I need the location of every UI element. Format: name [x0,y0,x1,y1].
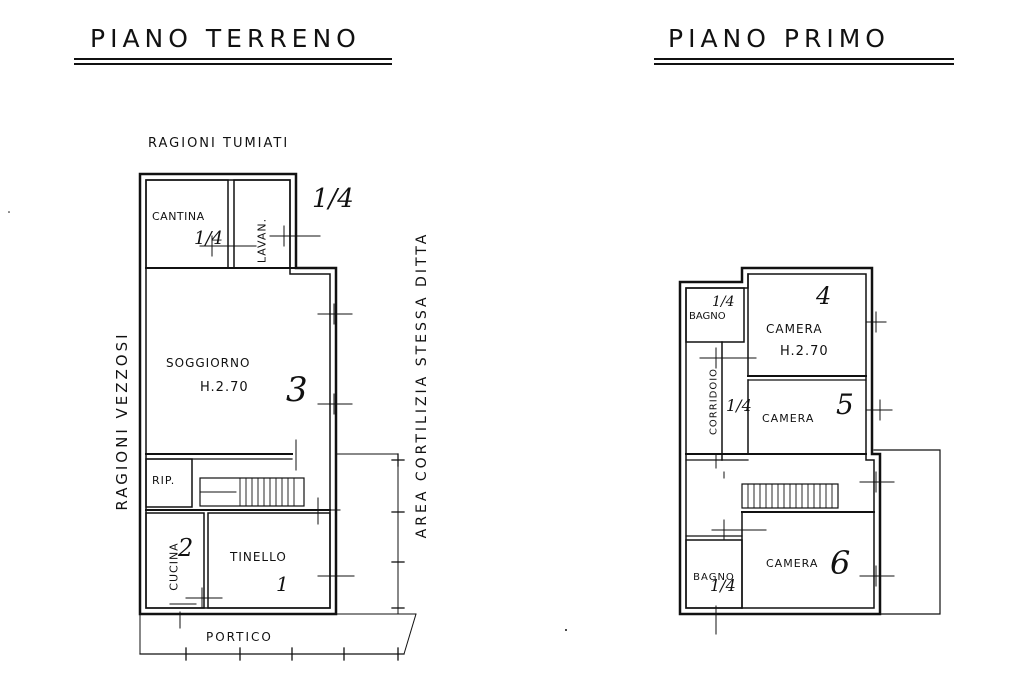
room-label-tinello: TINELLO [230,550,287,564]
title-underline-top [74,58,392,60]
title-underline-top [654,58,954,60]
room-label-camera-4: CAMERA [766,322,823,336]
title-underline-bottom [654,63,954,65]
title-piano-terreno: PIANO TERRENO [90,24,361,53]
mark-bagno-top: 1/4 [712,294,735,310]
mark-cantina: 1/4 [194,228,223,249]
mark-soggiorno: 3 [286,370,308,410]
room-label-bagno-top: BAGNO [689,311,726,322]
mark-bagno-bottom: 1/4 [710,576,736,595]
title-piano-primo: PIANO PRIMO [668,24,890,53]
mark-camera-5: 5 [836,388,854,421]
title-underline-bottom [74,63,392,65]
room-label-camera-5: CAMERA [762,412,815,425]
mark-camera-6: 6 [830,544,851,582]
ground-floor-plan [138,172,417,661]
mark-camera-4: 4 [816,282,832,310]
courtyard-label: AREA CORTILIZIA STESSA DITTA [414,231,430,539]
neighbor-left-label: RAGIONI VEZZOSI [113,331,131,511]
room-label-cantina: CANTINA [152,210,205,223]
neighbor-top-label: RAGIONI TUMIATI [148,136,290,151]
room-label-camera-6: CAMERA [766,557,819,570]
room-label-bagno-bottom: BAGNO [693,572,735,583]
room-label-lavan: LAVAN. [255,217,269,264]
room-height-camera-4: H.2.70 [780,344,829,359]
room-label-corridoio: CORRIDOIO [708,367,720,436]
mark-tinello: 1 [276,572,289,596]
mark-corridoio: 1/4 [726,396,752,415]
room-height-soggiorno: H.2.70 [200,380,249,395]
mark-lavan: 1/4 [312,184,354,214]
first-floor-plan [678,266,941,635]
room-label-soggiorno: SOGGIORNO [166,356,251,370]
portico-label: PORTICO [206,630,273,644]
room-label-rip: RIP. [152,474,176,487]
mark-cucina: 2 [178,534,194,562]
